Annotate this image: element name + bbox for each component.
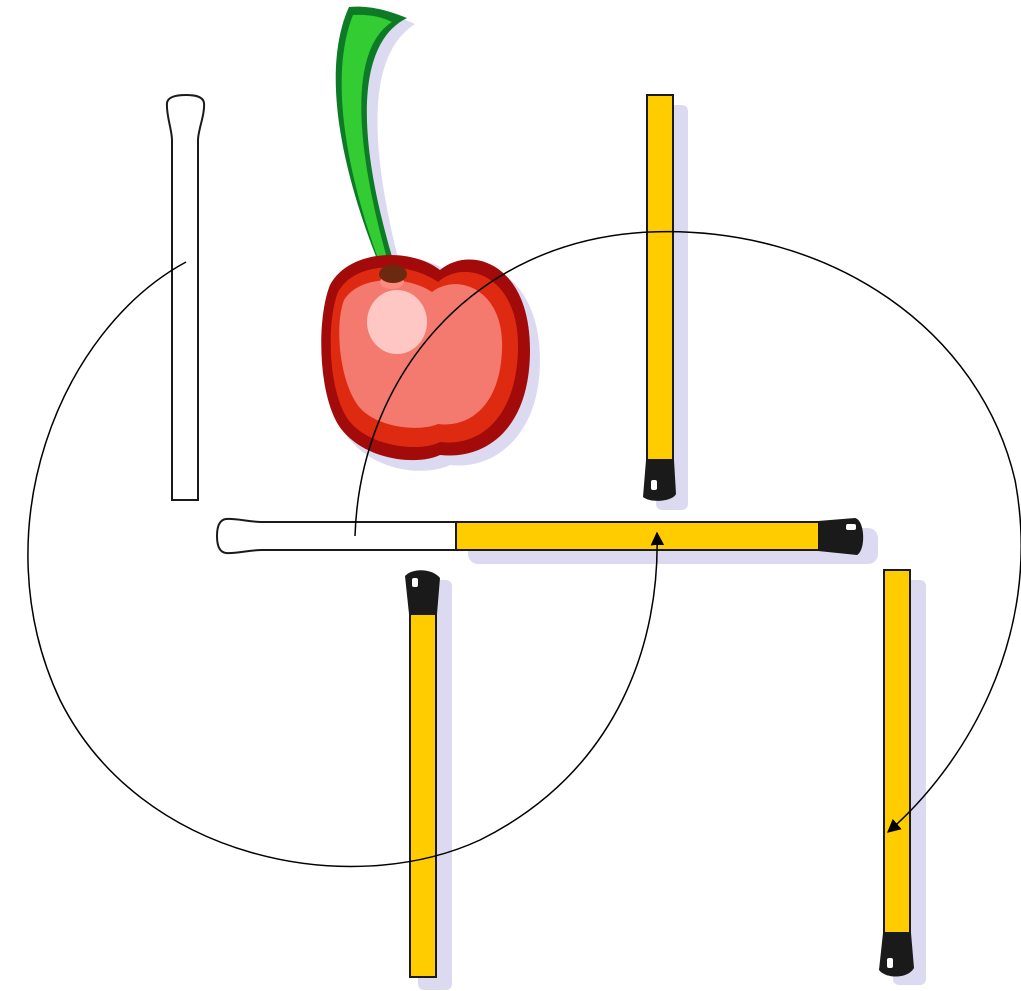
cherry-icon: [321, 7, 530, 460]
matchstick-head: [879, 933, 914, 977]
matchstick-bottom-right: [879, 570, 914, 977]
matchstick-bottom-middle: [405, 570, 440, 977]
matchstick-top-right: [643, 95, 676, 501]
matchstick-head: [405, 570, 440, 614]
burnt-segment: [217, 519, 456, 553]
matchstick-head: [818, 518, 863, 555]
matchstick-head: [643, 460, 676, 501]
burnt-matchstick-left: [167, 95, 204, 500]
matchstick-horizontal: [217, 518, 863, 555]
